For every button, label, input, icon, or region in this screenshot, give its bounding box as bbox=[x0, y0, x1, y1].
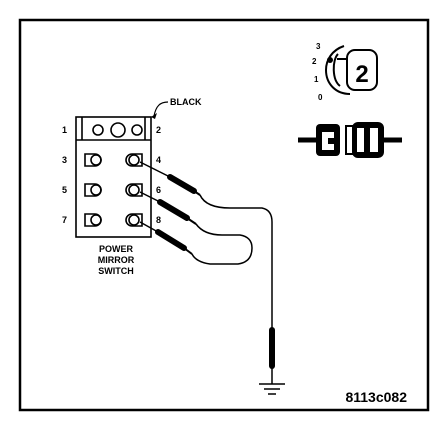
switch-connector bbox=[75, 116, 152, 238]
pin-label-2: 2 bbox=[156, 125, 161, 135]
switch-label-mirror: MIRROR bbox=[98, 255, 135, 265]
selector-pointer-dot bbox=[327, 57, 333, 63]
ground-symbol bbox=[259, 383, 285, 395]
pin-label-7: 7 bbox=[62, 215, 67, 225]
test-probe-pin-4 bbox=[139, 161, 201, 196]
pin-label-5: 5 bbox=[62, 185, 67, 195]
pin-label-1: 1 bbox=[62, 125, 67, 135]
jumper-wire-pin-4 bbox=[199, 194, 273, 330]
selector-knob-icon bbox=[324, 45, 378, 95]
test-probe-pin-8 bbox=[139, 221, 193, 255]
connector-color-label: BLACK bbox=[170, 97, 202, 107]
pin-label-8: 8 bbox=[156, 215, 161, 225]
selector-position-2: 2 bbox=[312, 57, 317, 66]
black-callout-arrowhead bbox=[151, 113, 157, 119]
selector-current-position: 2 bbox=[355, 61, 368, 88]
diagram-frame bbox=[18, 18, 430, 412]
switch-label-switch: SWITCH bbox=[98, 266, 134, 276]
pin-label-3: 3 bbox=[62, 155, 67, 165]
test-probe-pin-6 bbox=[139, 191, 197, 225]
black-callout-arrow bbox=[153, 101, 169, 117]
selector-position-1: 1 bbox=[314, 75, 319, 84]
switch-label-power: POWER bbox=[99, 244, 134, 254]
figure-id: 8113c082 bbox=[345, 389, 407, 405]
connector-side-view-icon bbox=[298, 122, 402, 158]
selector-position-3: 3 bbox=[316, 42, 321, 51]
pin-label-6: 6 bbox=[156, 185, 161, 195]
pin-label-4: 4 bbox=[156, 155, 161, 165]
selector-position-0: 0 bbox=[318, 93, 323, 102]
jumper-wire-pin-6-to-8 bbox=[191, 223, 253, 265]
